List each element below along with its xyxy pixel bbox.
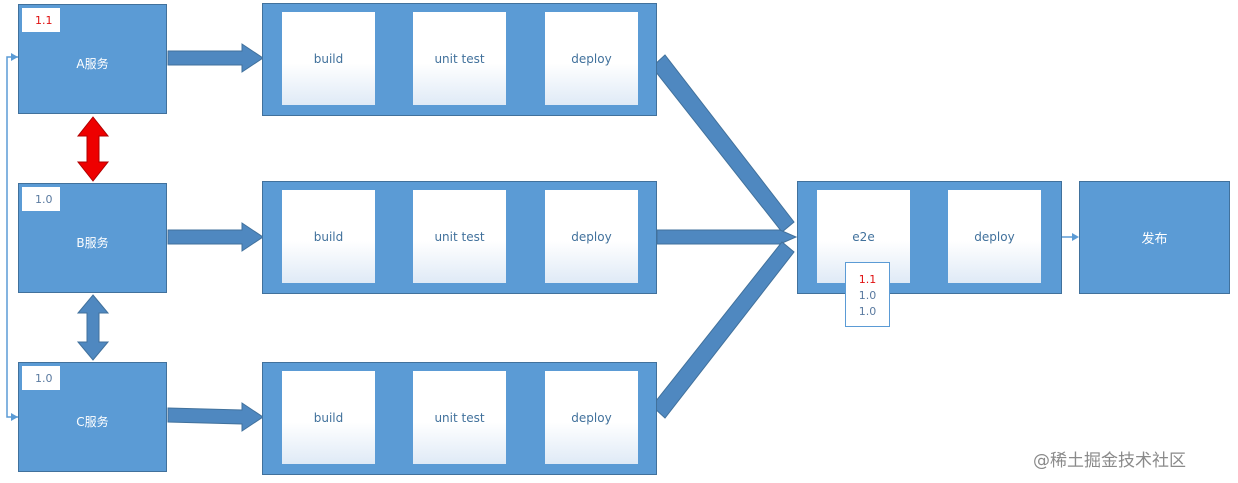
integration-deploy: deploy [948, 190, 1041, 283]
watermark: @稀土掘金技术社区 [1033, 451, 1186, 471]
service-link-arrowhead-a [11, 53, 18, 61]
service-a-name: A服务 [76, 57, 109, 71]
service-b-name: B服务 [76, 236, 109, 250]
arrow-b-to-pipeline [167, 222, 264, 252]
pipeline-c-build: build [282, 371, 375, 464]
link-arrow-b-c [76, 294, 110, 361]
arrow-pipeline-b-to-e2e [656, 229, 798, 245]
arrow-pipeline-a-to-e2e [651, 54, 795, 233]
integration-version-list: 1.1 1.0 1.0 [845, 262, 890, 327]
conflict-arrow-a-b [76, 116, 110, 182]
service-link-arrowhead-c [11, 413, 18, 421]
pipeline-a: build unit test deploy [262, 3, 657, 116]
arrow-a-to-pipeline [167, 43, 264, 73]
integration-version-b: 1.0 [858, 289, 877, 302]
service-b: 1.0 B服务 [18, 183, 167, 293]
service-c: 1.0 C服务 [18, 362, 167, 472]
arrow-e2e-to-release-head [1072, 233, 1079, 241]
pipeline-a-unit-test: unit test [413, 12, 506, 105]
arrow-pipeline-c-to-e2e [651, 241, 795, 419]
service-c-version: 1.0 [21, 365, 61, 391]
pipeline-c-deploy: deploy [545, 371, 638, 464]
release-box: 发布 [1079, 181, 1230, 294]
service-c-name: C服务 [76, 415, 109, 429]
service-a-version: 1.1 [21, 7, 61, 33]
pipeline-b-deploy: deploy [545, 190, 638, 283]
integration-pipeline: e2e deploy [797, 181, 1062, 294]
service-link-line [6, 56, 18, 418]
pipeline-b-build: build [282, 190, 375, 283]
arrow-c-to-pipeline [167, 402, 264, 432]
service-b-version: 1.0 [21, 186, 61, 212]
pipeline-c: build unit test deploy [262, 362, 657, 475]
pipeline-b-unit-test: unit test [413, 190, 506, 283]
integration-version-a: 1.1 [858, 273, 877, 286]
service-a: 1.1 A服务 [18, 4, 167, 114]
pipeline-b: build unit test deploy [262, 181, 657, 294]
integration-version-c: 1.0 [858, 305, 877, 318]
pipeline-c-unit-test: unit test [413, 371, 506, 464]
pipeline-a-build: build [282, 12, 375, 105]
pipeline-a-deploy: deploy [545, 12, 638, 105]
